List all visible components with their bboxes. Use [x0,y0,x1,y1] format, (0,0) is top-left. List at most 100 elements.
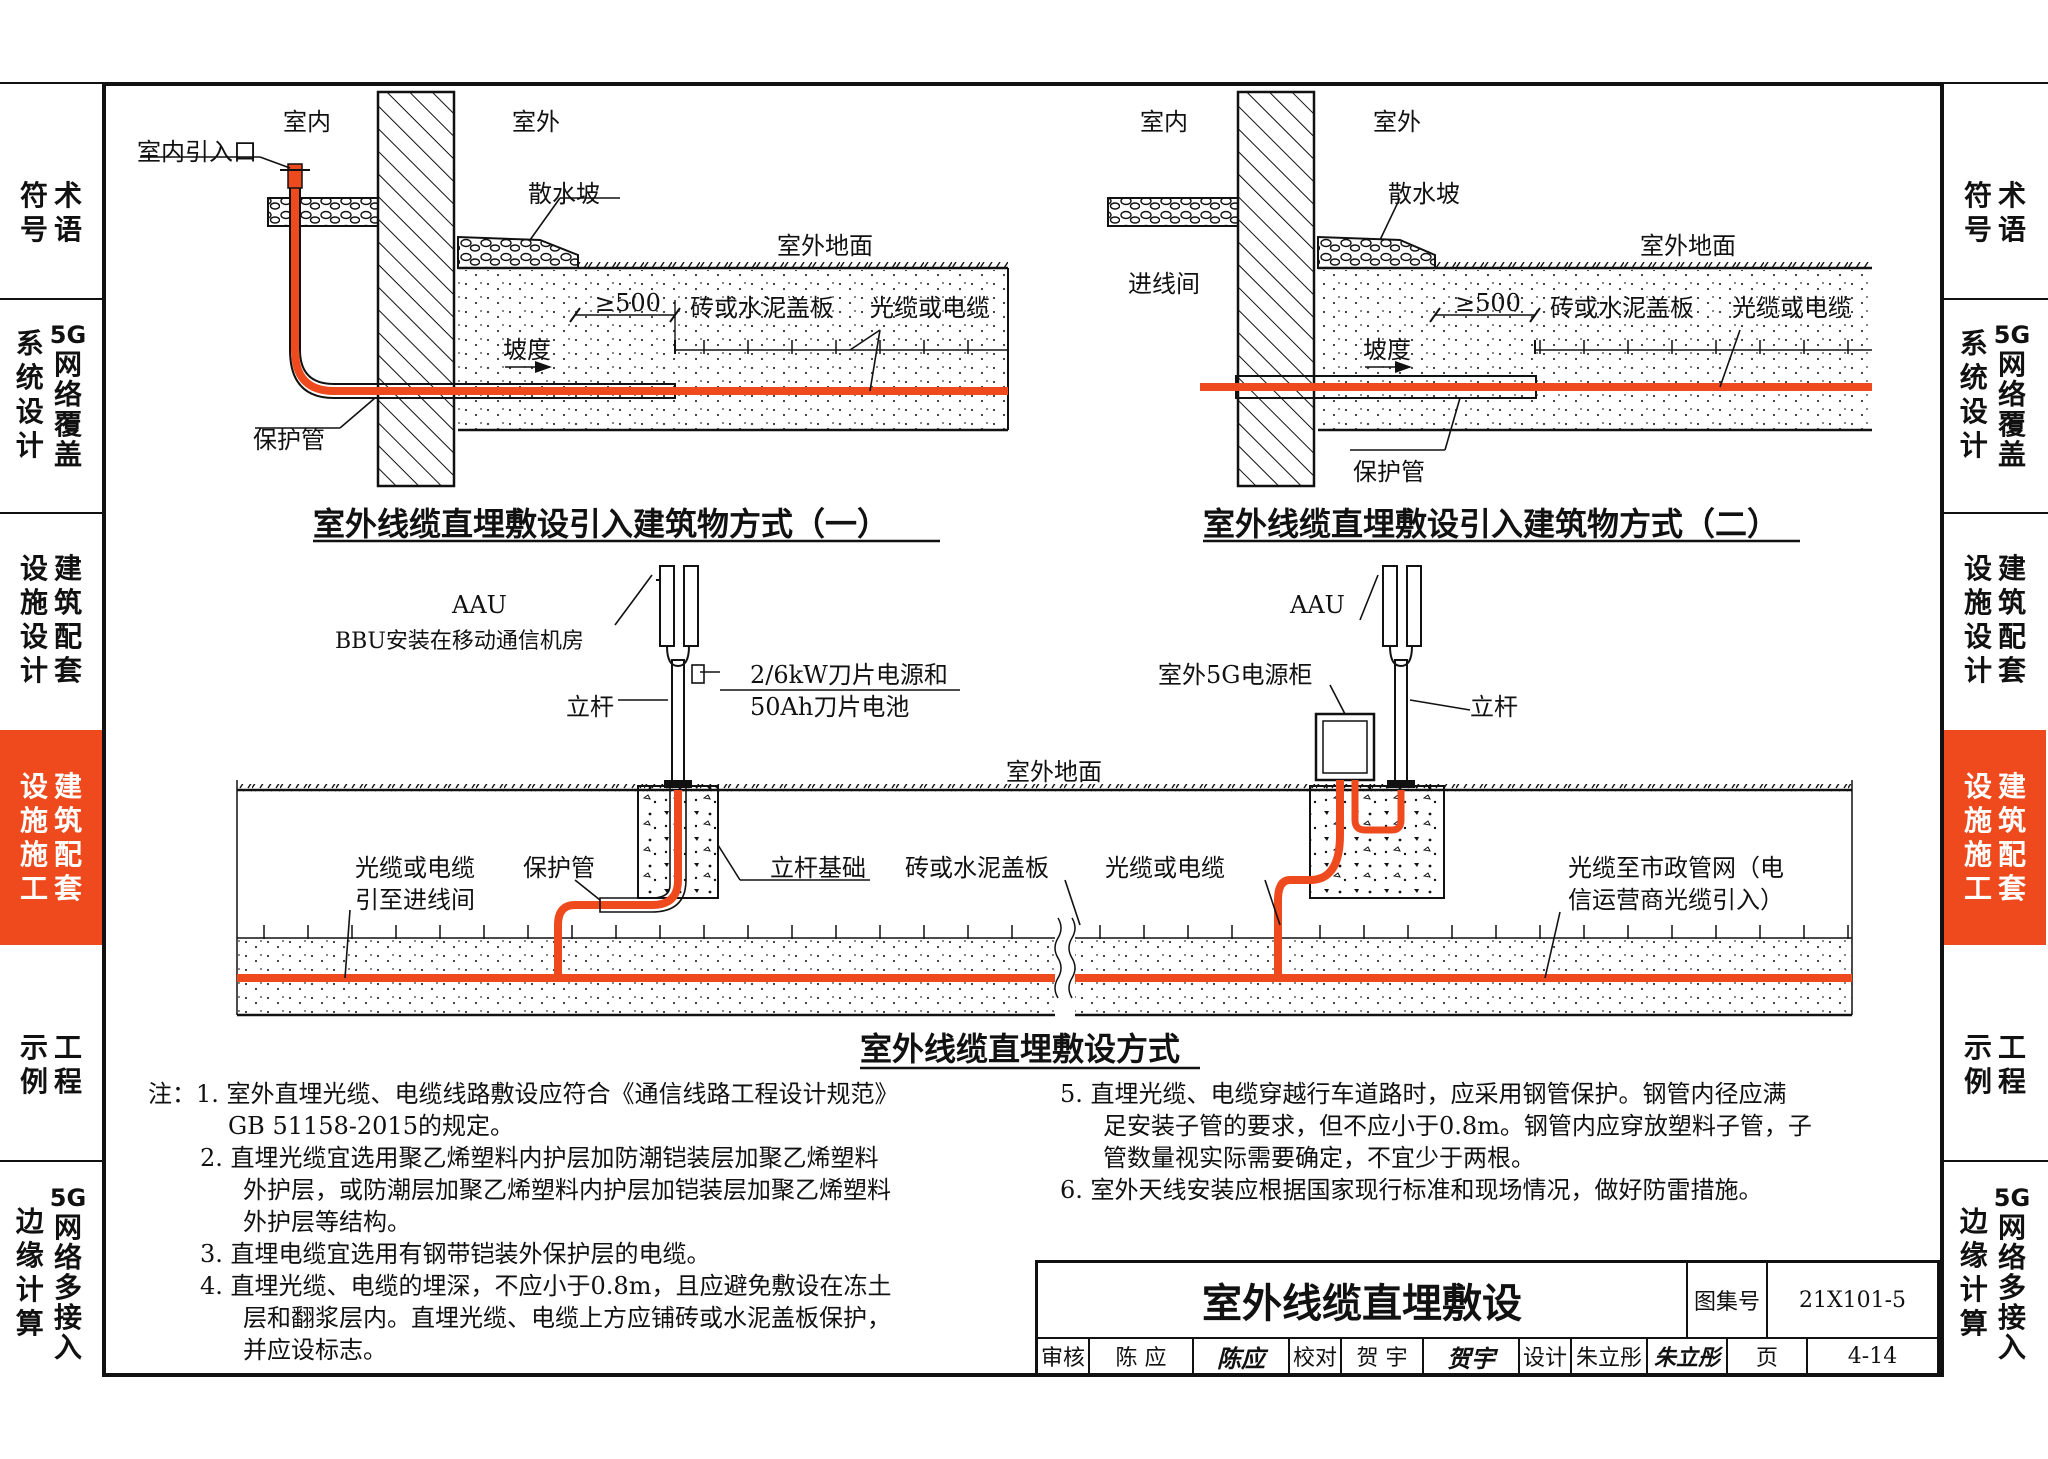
col-b: 示例 [1963,1031,1992,1098]
break-gap [1055,918,1075,1018]
sidebar-divider [0,1160,102,1162]
check-signature: 贺宇 [1424,1339,1520,1373]
label-cabinet: 室外5G电源柜 [1158,661,1312,689]
protection-pipe-3 [599,780,687,913]
right-tab-facility-design[interactable]: 设施设计 建筑配套 [1944,540,2046,700]
label-foundation: 立杆基础 [770,854,866,882]
right-tab-facility-construction[interactable]: 设施施工 建筑配套 [1944,730,2046,945]
label-cover-2: 砖或水泥盖板 [1550,294,1694,322]
label-cover-3: 砖或水泥盖板 [905,854,1049,882]
title-diagram-1: 室外线缆直埋敷设引入建筑物方式（一） [313,505,889,543]
leader [259,156,291,169]
indoor-floor-1 [267,197,379,227]
slope-arrowhead [1395,361,1412,373]
right-tab-terms[interactable]: 符号 术语 [1944,152,2046,274]
left-tab-terms[interactable]: 符号 术语 [0,152,102,274]
note-line: 6. 室外天线安装应根据国家现行标准和现场情况，做好防雷措施。 [1060,1176,1763,1204]
left-tab-terms-col1: 术语 [54,179,83,246]
indoor-floor-2 [1107,197,1239,227]
apron-2 [1317,235,1436,269]
title-block-title: 室外线缆直埋敷设 [1038,1263,1688,1339]
sidebar-divider [0,512,102,514]
label-ground-2: 室外地面 [1640,232,1736,260]
col-a: 建筑配套 [1998,769,2027,905]
label-pole-1: 立杆 [566,693,614,721]
label-muni-1: 光缆至市政管网（电 [1568,854,1784,882]
leader [849,329,881,351]
leader [1064,879,1081,926]
left-tab-examples[interactable]: 示例 工程 [0,1010,102,1120]
title-diagram-3: 室外线缆直埋敷设方式 [860,1030,1180,1068]
leader [1359,574,1379,621]
design-label: 设计 [1520,1339,1572,1373]
left-tab-facility-construction[interactable]: 设施施工 建筑配套 [0,730,102,945]
cover-slabs-3 [237,925,1852,939]
leader [574,879,601,901]
left-tab-facility-design[interactable]: 设施设计 建筑配套 [0,540,102,700]
aau-panel [683,565,699,647]
page-number: 4-14 [1847,1343,1898,1369]
col-b: 边缘计算 [15,1204,44,1340]
ground-hatch-2 [1435,262,1872,270]
leader [614,574,653,626]
title-block: 室外线缆直埋敷设 图集号 21X101-5 审核 陈 应 陈应 校对 贺 宇 贺… [1035,1260,1940,1376]
aau-panel [659,565,675,647]
cabinet-door [1322,720,1368,774]
col-b: 设施施工 [1963,769,1992,905]
label-cable-a2: 引至进线间 [355,886,475,914]
leader [1264,879,1281,926]
notes-right: 5. 直埋光缆、电缆穿越行车道路时，应采用钢管保护。钢管内径应满 足安装子管的要… [1060,1078,1812,1206]
label-pipe-1: 保护管 [253,426,325,454]
label-cover-1: 砖或水泥盖板 [690,294,834,322]
review-signature: 陈应 [1194,1339,1290,1373]
col-a: 工程 [54,1031,83,1098]
label-entry: 室内引入口 [137,138,257,166]
sidebar-divider [1944,82,2048,84]
slope-arrowhead [535,361,552,373]
apron-1 [457,235,579,269]
leader [529,197,561,241]
design-signature: 朱立彤 [1648,1339,1728,1373]
review-label: 审核 [1038,1339,1090,1373]
dim-tick [569,307,581,323]
note-line: 2. 直埋光缆宜选用聚乙烯塑料内护层加防潮铠装层加聚乙烯塑料 [200,1144,879,1172]
label-apron-1: 散水坡 [528,180,600,208]
diagram-1: 室内 室外 室内引入口 散水坡 室外地面 ≥500 砖或水泥盖板 光缆或电缆 坡… [137,90,1009,543]
atlas-number: 21X101-5 [1768,1263,1937,1339]
aau-antenna-2 [1382,565,1422,668]
dim-tick [1429,307,1441,323]
label-indoor-2: 室内 [1140,108,1188,136]
note-line: GB 51158-2015的规定。 [228,1112,514,1140]
label-pole-2: 立杆 [1470,693,1518,721]
label-ground-3: 室外地面 [1006,758,1102,786]
break-mark-left [1054,917,1062,999]
pole-1 [671,659,685,787]
col-b: 边缘计算 [1959,1204,1988,1340]
label-room: 进线间 [1128,270,1200,298]
note-line: 足安装子管的要求，但不应小于0.8m。钢管内应穿放塑料子管，子 [1103,1112,1812,1140]
review-name: 陈 应 [1090,1339,1194,1373]
cover-slabs-1 [675,340,1008,354]
label-power-1: 2/6kW刀片电源和 [750,661,948,689]
leader [1409,699,1471,711]
right-tab-examples[interactable]: 示例 工程 [1944,1010,2046,1120]
aau-panel [1382,565,1398,647]
leader [1329,684,1346,715]
leader [869,329,881,392]
label-muni-2: 信运营商光缆引入） [1568,886,1784,914]
pole-base-2 [1387,780,1415,788]
leader [1444,397,1461,451]
left-tab-terms-col2: 符号 [19,179,48,246]
label-cable-b: 光缆或电缆 [1105,854,1225,882]
label-pipe-2: 保护管 [1353,458,1425,486]
label-slope-2: 坡度 [1363,336,1411,364]
dim-tick [1529,307,1541,323]
col-a: 建筑配套 [54,552,83,687]
note-line: 注：1. 室外直埋光缆、电缆线路敷设应符合《通信线路工程设计规范》 [148,1080,899,1108]
